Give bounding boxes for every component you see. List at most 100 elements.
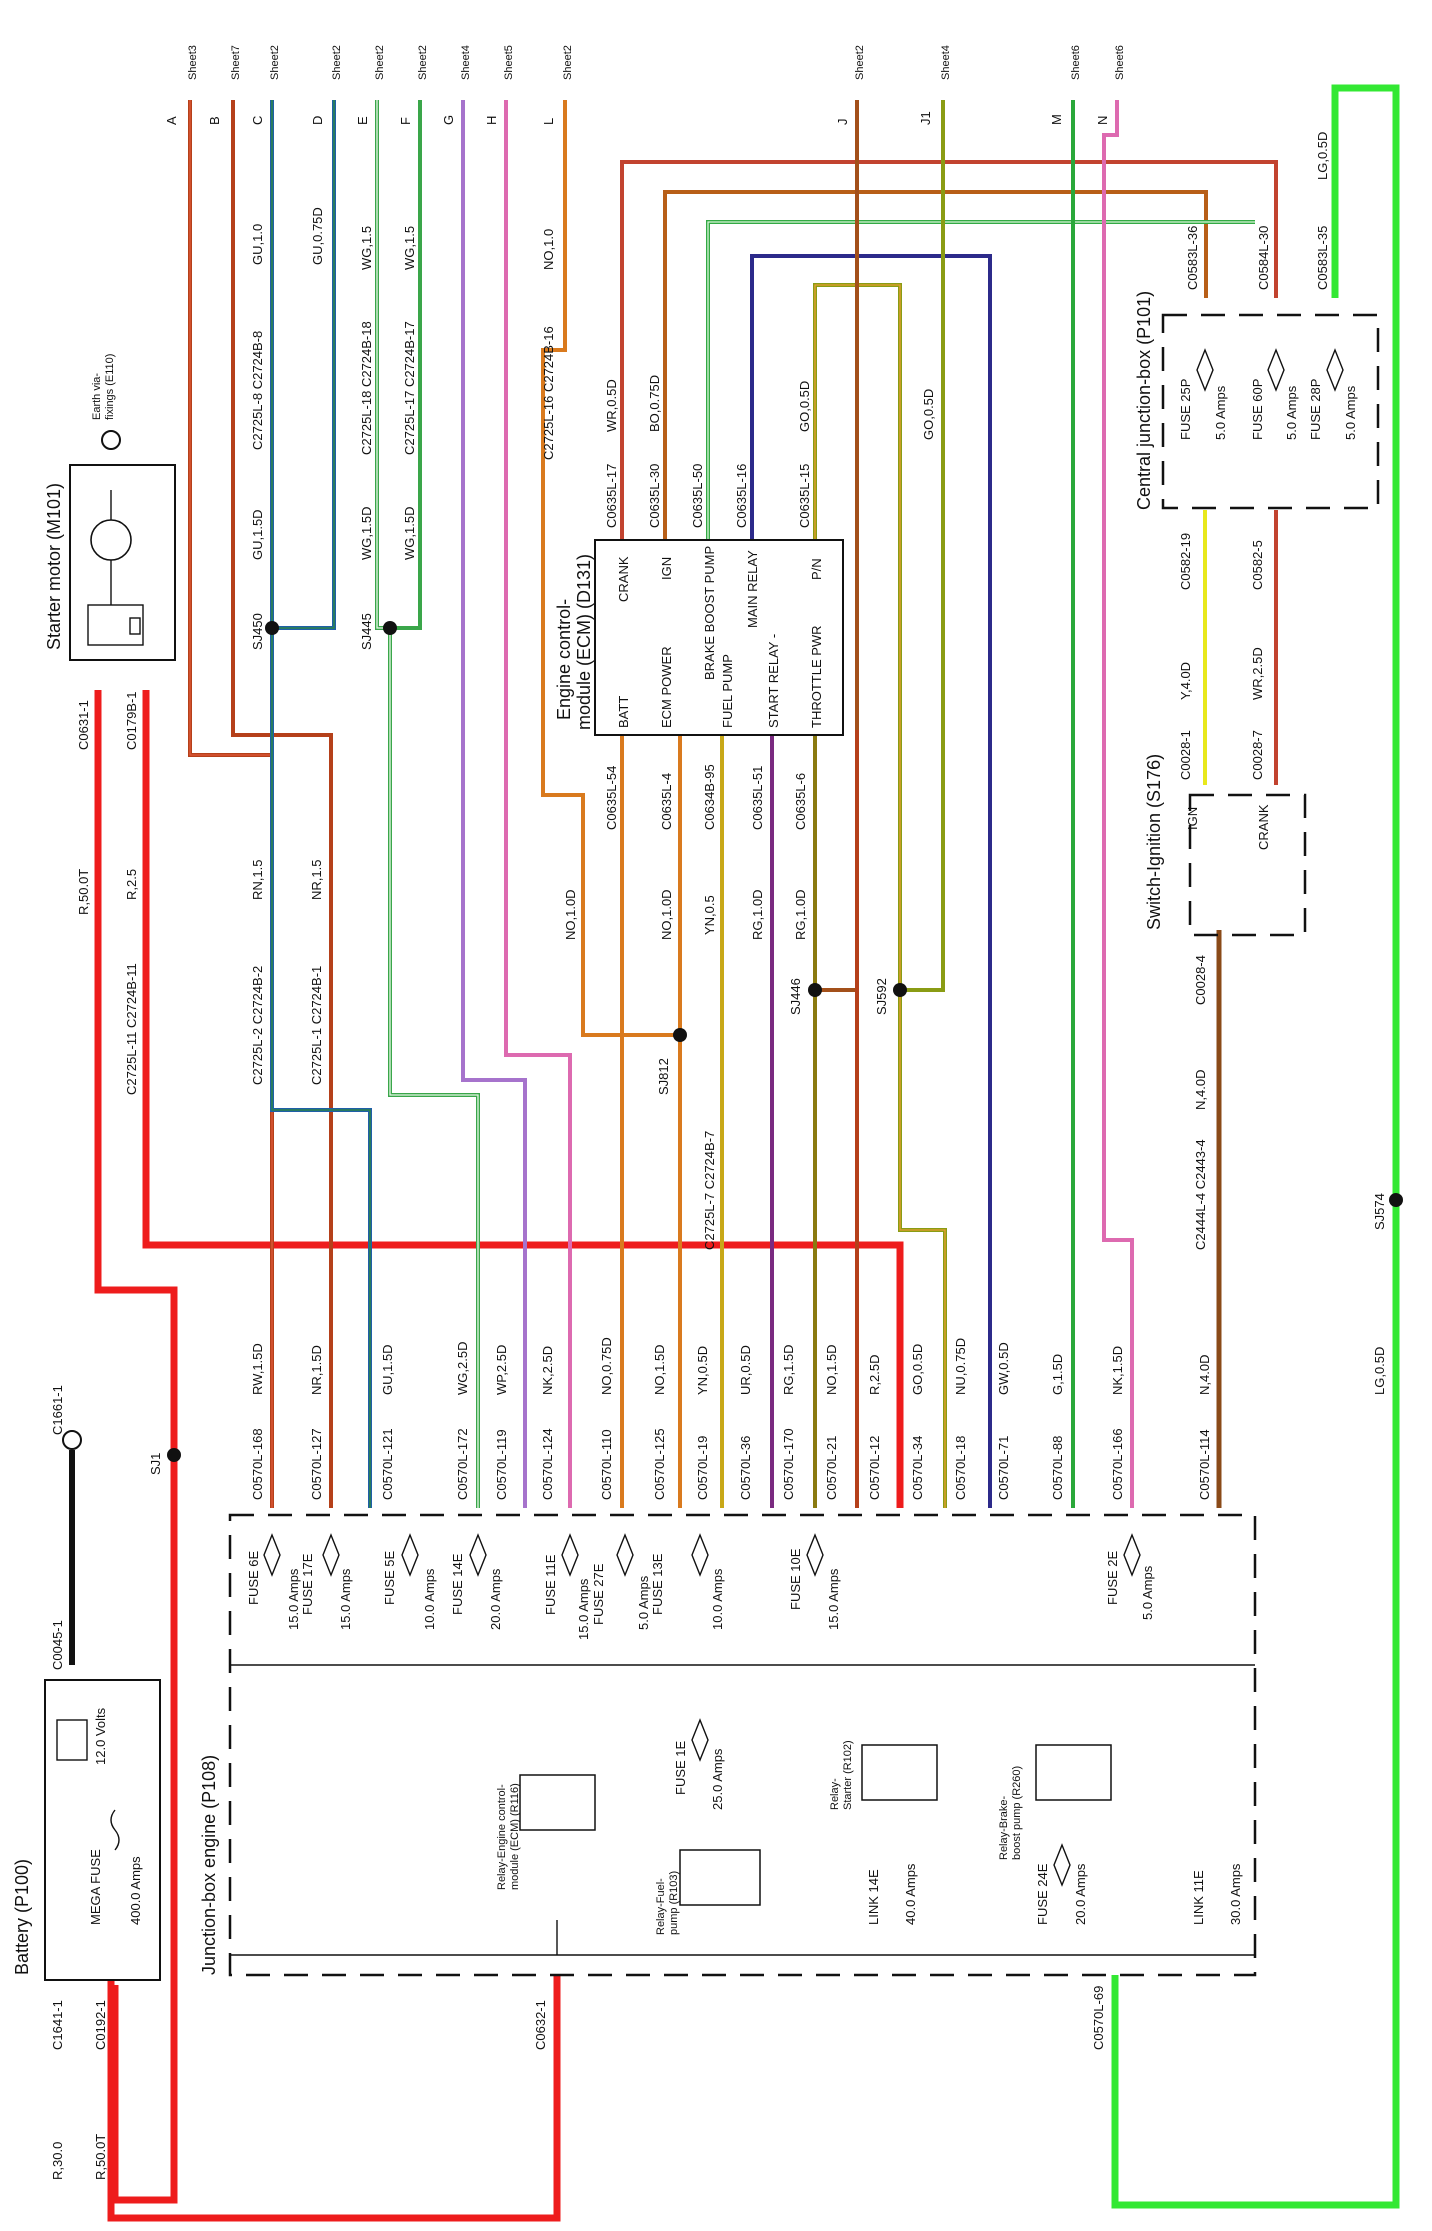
wire-label-n40d: N,4.0D — [1193, 1070, 1208, 1110]
sheet-e[interactable]: Sheet2 — [374, 45, 386, 80]
ecm-top-conn-1: C0635L-30 — [647, 464, 662, 528]
sheet-m[interactable]: Sheet6 — [1070, 45, 1082, 80]
splice-sj445-label: SJ445 — [359, 613, 374, 650]
relay-brake-icon — [1035, 1744, 1112, 1801]
ecm-pin-throttle: THROTTLE PWR — [809, 625, 824, 728]
bw-wire-18: N,4.0D — [1197, 1355, 1212, 1395]
ecm-top-wire-1: BO,0.75D — [647, 375, 662, 432]
connector-c0192: C0192-1 — [93, 2000, 108, 2050]
sheet-a[interactable]: Sheet3 — [187, 45, 199, 80]
earth-icon — [101, 430, 121, 450]
wire-label-y40d: Y,4.0D — [1178, 662, 1193, 700]
connector-c2724b16: C2725L-16 C2724B-16 — [541, 326, 556, 460]
relay-brake-label-2: boost pump (R260) — [1011, 1766, 1023, 1860]
fuse-6e-rating: 15.0 Amps — [286, 1568, 301, 1630]
wire-go05 — [813, 283, 947, 1508]
bw-wire-3: WG,2.5D — [455, 1342, 470, 1395]
bw-conn-14: C0570L-18 — [953, 1436, 968, 1500]
letter-h: H — [484, 116, 499, 125]
wire-lg — [1111, 84, 1400, 2209]
bw-wire-11: NO,1.5D — [824, 1344, 839, 1395]
link-11e: LINK 11E — [1191, 1870, 1206, 1925]
bw-wire-10: RG,1.5D — [781, 1344, 796, 1395]
wire-r30 — [107, 1975, 561, 2222]
connector-c2724b11: C2725L-11 C2724B-11 — [124, 963, 139, 1095]
splice-sj1 — [167, 1448, 181, 1462]
fuse-24e: FUSE 24E — [1035, 1863, 1050, 1925]
relay-starter-label-2: Starter (R102) — [842, 1740, 854, 1810]
link-11e-rating: 30.0 Amps — [1228, 1863, 1243, 1925]
relay-starter-icon — [861, 1744, 938, 1801]
bw-conn-9: C0570L-36 — [738, 1436, 753, 1500]
battery-box — [44, 1679, 161, 1981]
letter-d: D — [310, 116, 325, 125]
link-14e: LINK 14E — [866, 1869, 881, 1925]
fuse-10e: FUSE 10E — [788, 1548, 803, 1610]
splice-sj1-label: SJ1 — [148, 1453, 163, 1475]
fuse-14e-rating: 20.0 Amps — [488, 1568, 503, 1630]
fuse-11e-rating: 15.0 Amps — [576, 1578, 591, 1640]
fuse-5e-rating: 10.0 Amps — [422, 1568, 437, 1630]
bw-wire-6: NO,0.75D — [599, 1337, 614, 1395]
bw-conn-8: C0570L-19 — [695, 1436, 710, 1500]
sheet-n[interactable]: Sheet6 — [1114, 45, 1126, 80]
fuse-10e-rating: 15.0 Amps — [826, 1568, 841, 1630]
sheet-f[interactable]: Sheet2 — [417, 45, 429, 80]
fuse-row — [263, 348, 1344, 1887]
sheet-l[interactable]: Sheet2 — [562, 45, 574, 80]
connector-c0028-7: C0028-7 — [1250, 730, 1265, 780]
connector-c0045: C0045-1 — [50, 1620, 65, 1670]
wire-c — [270, 100, 372, 1508]
letter-b: B — [207, 116, 222, 125]
wire-label-r500t-b: R,50.0T — [93, 2134, 108, 2180]
splice-sj812-label: SJ812 — [656, 1058, 671, 1095]
wire-label-no10: NO,1.0 — [541, 229, 556, 270]
ecm-bot-wire-3: RG,1.0D — [750, 889, 765, 940]
wire-g — [461, 100, 527, 1508]
sheet-c[interactable]: Sheet2 — [269, 45, 281, 80]
bw-wire-13: GO,0.5D — [910, 1344, 925, 1395]
ecm-pin-ign: IGN — [659, 557, 674, 580]
sheet-j[interactable]: Sheet2 — [854, 45, 866, 80]
bw-conn-17: C0570L-166 — [1110, 1428, 1125, 1500]
bw-wire-0: RW,1.5D — [250, 1343, 265, 1395]
letter-f: F — [398, 117, 413, 125]
fuse-60p: FUSE 60P — [1250, 379, 1265, 440]
ecm-title: Engine control- — [554, 599, 574, 720]
connector-c0632: C0632-1 — [533, 2000, 548, 2050]
wire-label-r300: R,30.0 — [50, 2142, 65, 2180]
bw-wire-9: UR,0.5D — [738, 1345, 753, 1395]
wire-d — [272, 100, 336, 630]
wire-label-r500t: R,50.0T — [76, 869, 91, 915]
wire-j1 — [900, 100, 945, 992]
central-box-title: Central junction-box (P101) — [1134, 291, 1154, 510]
relay-brake-label: Relay-Brake- — [998, 1795, 1010, 1860]
connector-c2724b7: C2725L-7 C2724B-7 — [702, 1131, 717, 1250]
ecm-pin-main: MAIN RELAY — [745, 550, 760, 628]
sheet-b[interactable]: Sheet7 — [230, 45, 242, 80]
sheet-h[interactable]: Sheet5 — [503, 45, 515, 80]
ecm-pin-start: START RELAY - — [766, 634, 781, 728]
wire-b — [231, 100, 333, 1508]
letter-n: N — [1095, 116, 1110, 125]
bw-wire-8: YN,0.5D — [695, 1346, 710, 1395]
sheet-d[interactable]: Sheet2 — [331, 45, 343, 80]
wire-16 — [750, 254, 992, 1508]
bw-wire-1: NR,1.5D — [309, 1345, 324, 1395]
bw-conn-15: C0570L-71 — [996, 1436, 1011, 1500]
ecm-top-conn-2: C0635L-50 — [690, 464, 705, 528]
ignition-title: Switch-Ignition (S176) — [1144, 754, 1164, 930]
wire-label-nr15: NR,1.5 — [309, 860, 324, 900]
letter-g: G — [441, 115, 456, 125]
connector-c1661: C1661-1 — [50, 1385, 65, 1435]
bw-wire-15: GW,0.5D — [996, 1342, 1011, 1395]
sheet-g[interactable]: Sheet4 — [460, 45, 472, 80]
ecm-bot-conn-0: C0635L-54 — [604, 766, 619, 830]
bw-conn-7: C0570L-125 — [652, 1428, 667, 1500]
bw-conn-2: C0570L-121 — [380, 1428, 395, 1500]
relay-ecm-icon — [519, 1774, 596, 1831]
splice-sj445 — [383, 621, 397, 635]
letter-j1: J1 — [918, 111, 933, 125]
sheet-j1[interactable]: Sheet4 — [940, 45, 952, 80]
letter-c: C — [250, 116, 265, 125]
